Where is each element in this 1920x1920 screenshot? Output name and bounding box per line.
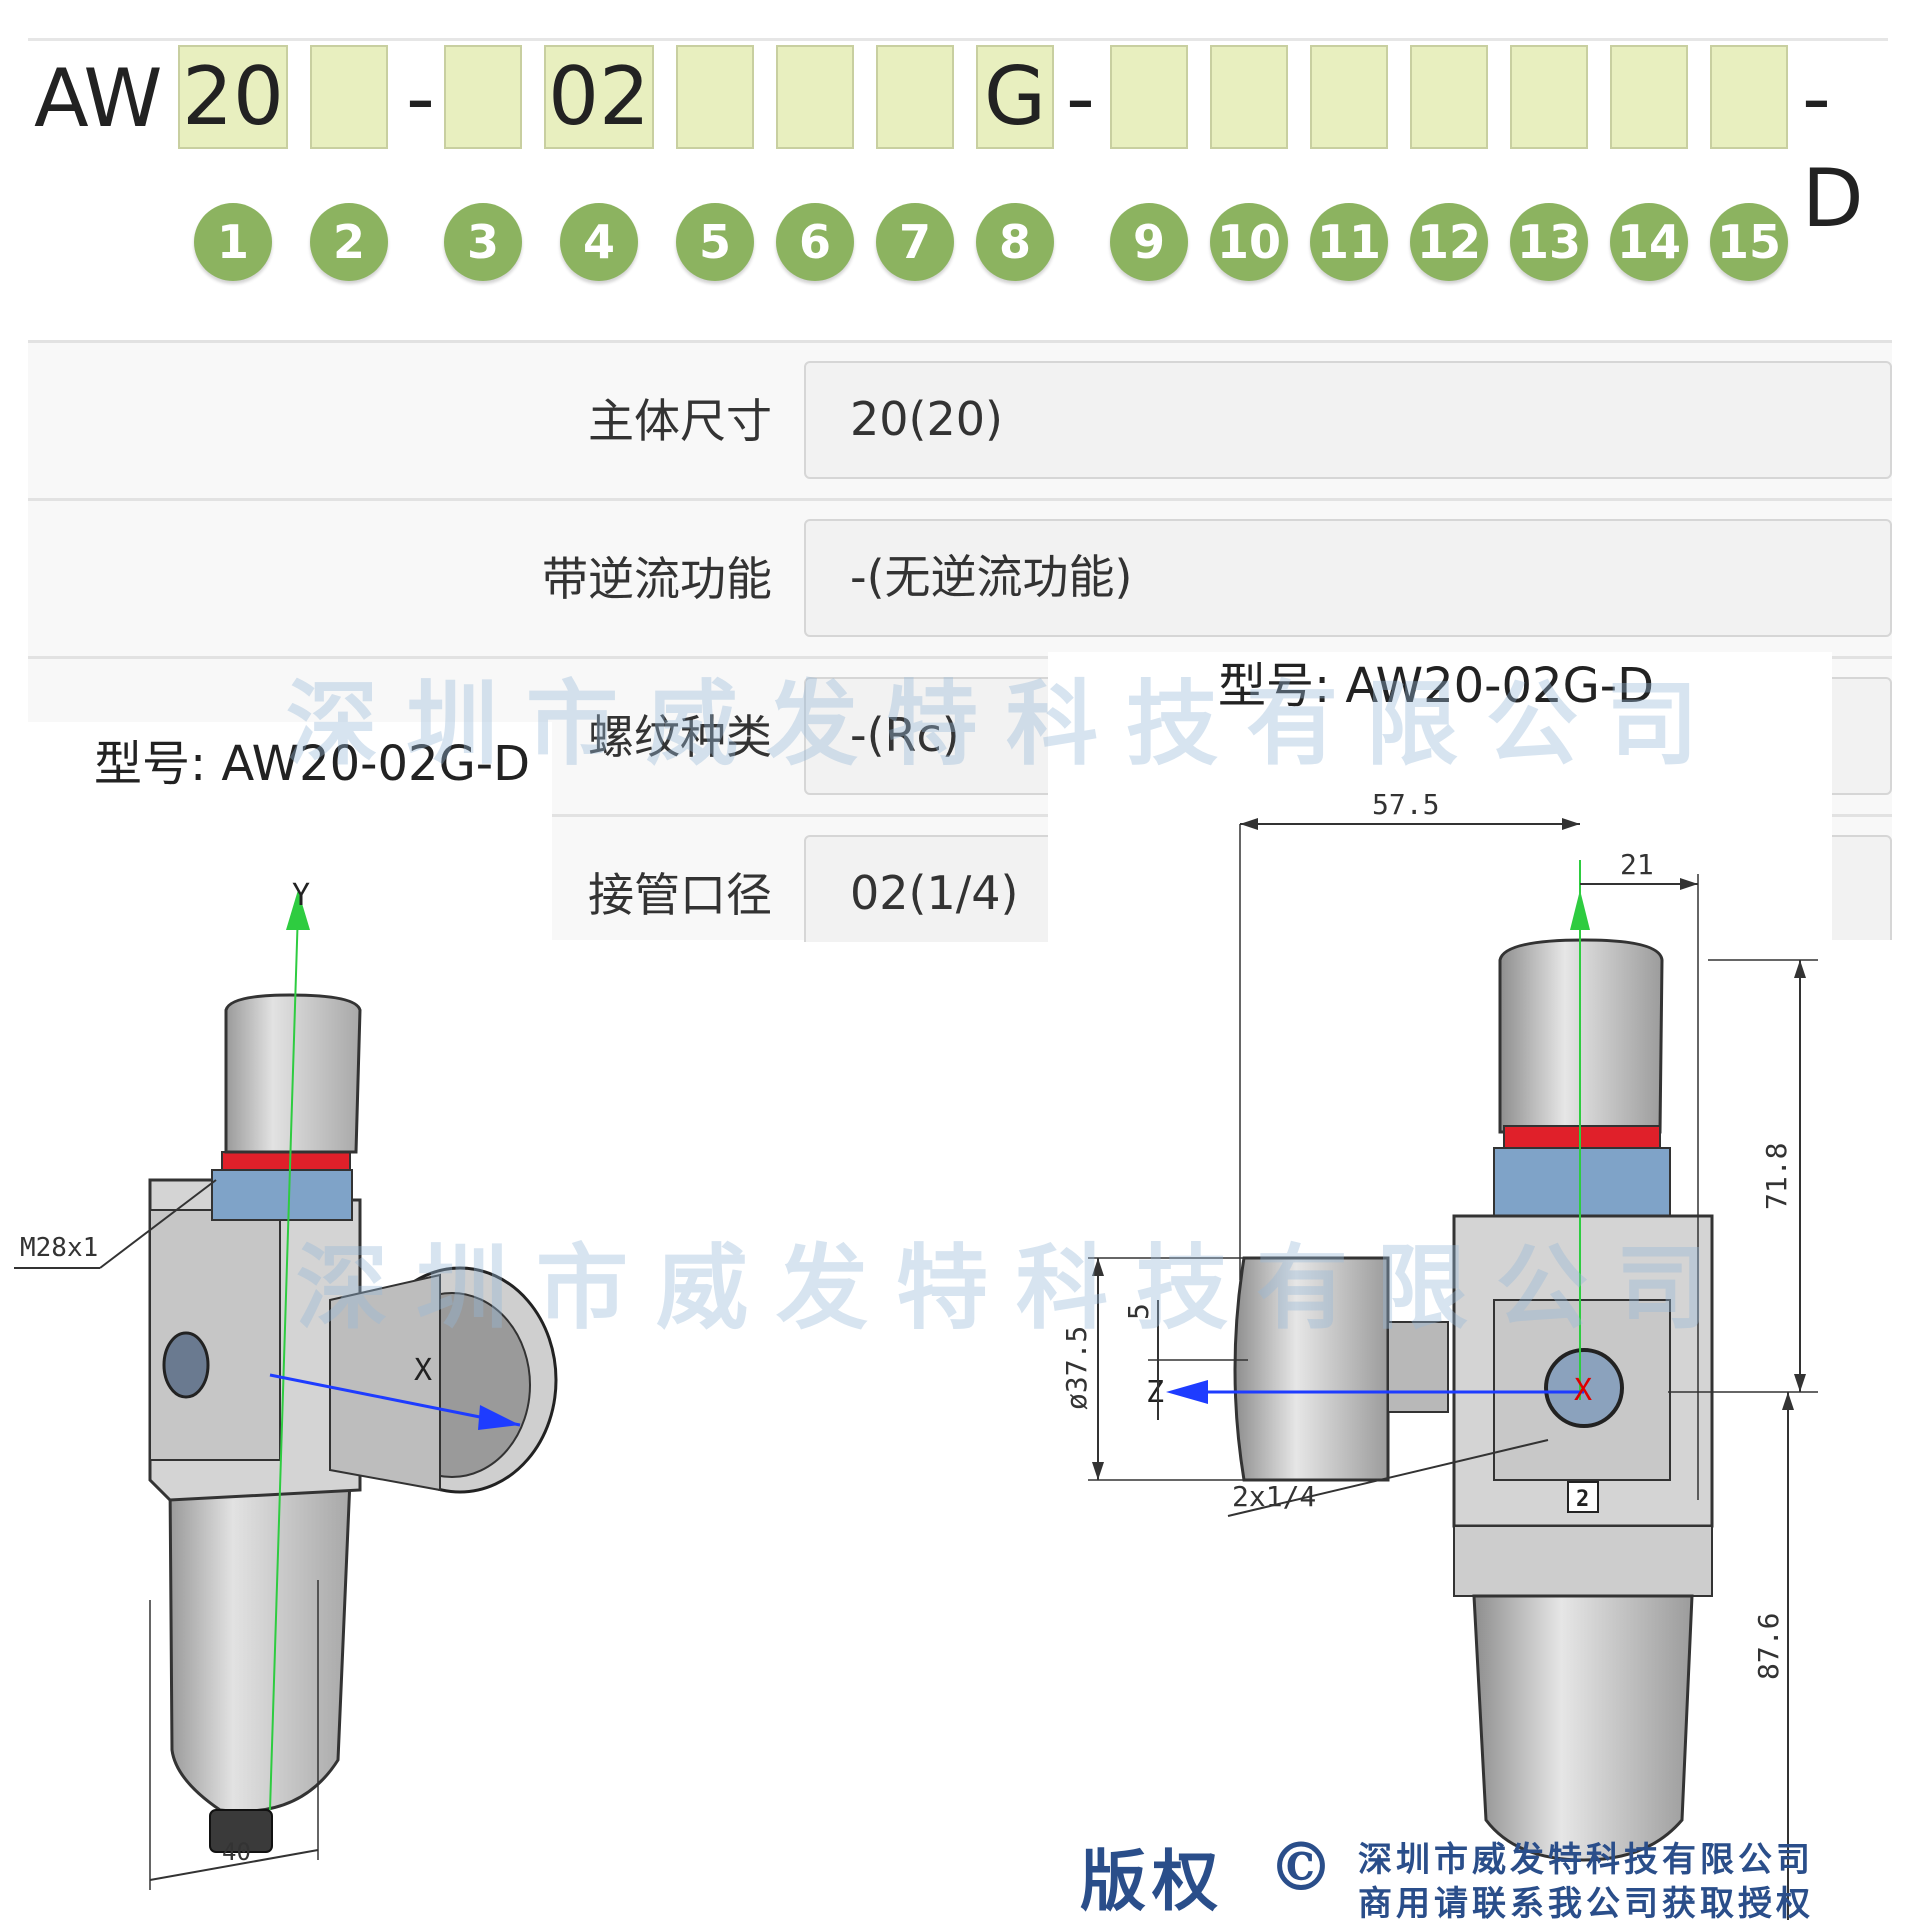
code-slot-6[interactable]	[776, 45, 854, 149]
position-badge: 6	[776, 203, 854, 281]
x-axis-label: X	[414, 1353, 432, 1388]
y-axis-arrow-icon	[286, 890, 310, 930]
position-badge: 1	[194, 203, 272, 281]
position-badge: 3	[444, 203, 522, 281]
body-face	[149, 1209, 281, 1461]
code-slot-8[interactable]: G	[976, 45, 1054, 149]
code-slot-2[interactable]	[310, 45, 388, 149]
small-offset-dimension: 5	[1122, 1303, 1155, 1320]
position-badge: 8	[976, 203, 1054, 281]
position-badge: 5	[676, 203, 754, 281]
code-slot-3[interactable]	[444, 45, 522, 149]
code-separator: -	[1066, 52, 1095, 145]
gauge-diameter-dimension: ø37.5	[1060, 1326, 1093, 1410]
code-slot-10[interactable]	[1210, 45, 1288, 149]
filter-bowl	[168, 1478, 352, 1813]
body-base	[1453, 1525, 1713, 1597]
code-slot-11[interactable]	[1310, 45, 1388, 149]
copyright-notice: 版权 © 深圳市威发特科技有限公司 商用请联系我公司获取授权	[1072, 1828, 1920, 1920]
option-value: -(Rc)	[850, 708, 960, 762]
option-row: 带逆流功能 -(无逆流功能)	[28, 498, 1892, 656]
position-badge: 15	[1710, 203, 1788, 281]
x-axis-label: X	[1574, 1373, 1592, 1408]
port-size-label: 2x1/4	[1232, 1480, 1316, 1513]
position-badge: 12	[1410, 203, 1488, 281]
copyright-symbol: ©	[1268, 1828, 1340, 1906]
port-hole	[162, 1331, 210, 1399]
offset-dimension: 21	[1620, 848, 1654, 881]
model-code-builder: AW 20 - 02 G - -D 1 2 3 4 5 6 7 8 9 10 1…	[28, 38, 1888, 281]
option-row: 主体尺寸 20(20)	[28, 340, 1892, 498]
lower-height-dimension: 87.6	[1752, 1613, 1785, 1680]
position-badge: 11	[1310, 203, 1388, 281]
z-axis-label: Z	[1146, 1375, 1164, 1410]
port-mark-box	[1567, 1481, 1599, 1513]
thread-size-label: M28x1	[20, 1233, 98, 1263]
left-isometric-drawing: Y X M28x1 40	[14, 880, 558, 1890]
code-separator: -	[406, 52, 435, 145]
gauge-stem	[1387, 1321, 1449, 1413]
port-hole	[1544, 1348, 1624, 1428]
code-prefix: AW	[34, 52, 162, 145]
code-slot-13[interactable]	[1510, 45, 1588, 149]
seal-ring	[221, 1151, 351, 1171]
position-badge: 4	[560, 203, 638, 281]
position-badge: 9	[1110, 203, 1188, 281]
gauge-shell	[329, 1273, 441, 1492]
drain-knob	[209, 1809, 273, 1853]
option-select-body-size[interactable]: 20(20)	[804, 361, 1892, 479]
position-badge: 13	[1510, 203, 1588, 281]
code-slot-5[interactable]	[676, 45, 754, 149]
filter-bowl	[1472, 1594, 1694, 1862]
option-label: 带逆流功能	[542, 552, 772, 606]
width-dimension: 57.5	[1372, 788, 1439, 821]
position-badge: 2	[310, 203, 388, 281]
option-label: 主体尺寸	[588, 394, 772, 448]
left-model-title: 型号: AW20-02G-D	[94, 736, 531, 792]
upper-height-dimension: 71.8	[1760, 1143, 1793, 1210]
port-mark: 2	[1576, 1487, 1589, 1512]
position-badge: 10	[1210, 203, 1288, 281]
code-suffix: -D	[1802, 52, 1864, 245]
code-slot-7[interactable]	[876, 45, 954, 149]
right-model-title: 型号: AW20-02G-D	[1218, 658, 1655, 714]
option-value: -(无逆流功能)	[850, 550, 1133, 604]
y-axis-arrow-icon	[1570, 890, 1590, 930]
option-value: 02(1/4)	[850, 866, 1019, 920]
position-badge: 7	[876, 203, 954, 281]
code-slot-12[interactable]	[1410, 45, 1488, 149]
option-label: 接管口径	[588, 868, 772, 922]
copyright-line-1: 深圳市威发特科技有限公司	[1358, 1840, 1814, 1880]
code-slot-9[interactable]	[1110, 45, 1188, 149]
option-select-backflow[interactable]: -(无逆流功能)	[804, 519, 1892, 637]
thread-section	[211, 1169, 353, 1221]
right-front-drawing: 2 Z X 57.5 21 71.8 87.6 ø37.5 5 2x1/4	[1060, 788, 1818, 1920]
option-label: 螺纹种类	[588, 710, 772, 764]
copyright-title: 版权	[1080, 1842, 1224, 1920]
width-dimension: 40	[222, 1838, 251, 1866]
thread-section	[1493, 1147, 1671, 1221]
copyright-line-2: 商用请联系我公司获取授权	[1358, 1884, 1814, 1920]
gauge-case	[1233, 1256, 1390, 1482]
seal-ring	[1503, 1125, 1661, 1149]
y-axis-label: Y	[292, 880, 310, 913]
code-slot-4[interactable]: 02	[544, 45, 654, 149]
option-value: 20(20)	[850, 392, 1003, 446]
code-slot-1[interactable]: 20	[178, 45, 288, 149]
z-axis-arrow-icon	[1166, 1380, 1208, 1404]
code-slot-15[interactable]	[1710, 45, 1788, 149]
x-axis-arrow-icon	[478, 1405, 520, 1430]
code-slot-14[interactable]	[1610, 45, 1688, 149]
position-badge: 14	[1610, 203, 1688, 281]
